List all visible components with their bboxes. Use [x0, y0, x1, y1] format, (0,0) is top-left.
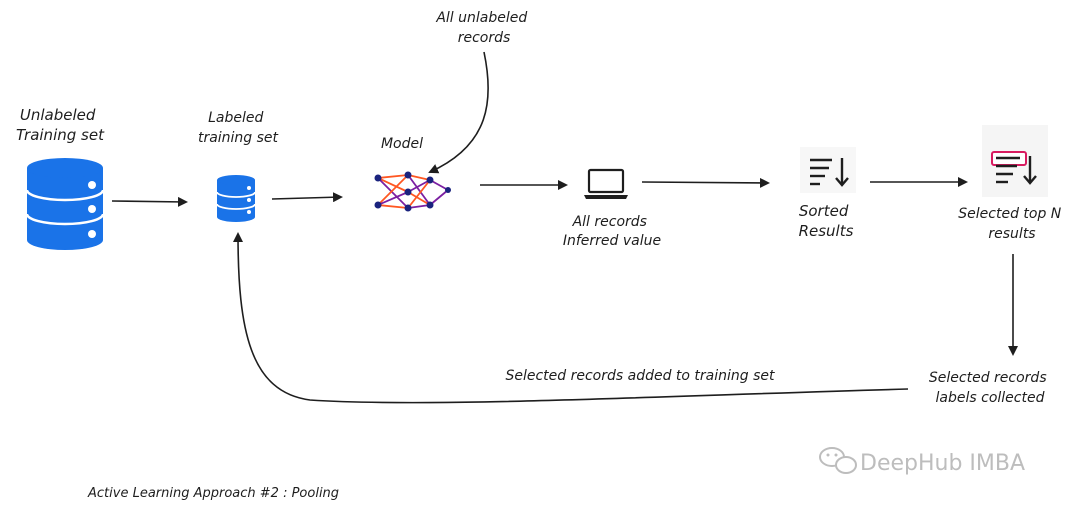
unlabeled-label: Unlabeled Training set: [16, 106, 105, 144]
model-label: Model: [381, 136, 423, 152]
neural-network-icon: [374, 171, 451, 212]
laptop-icon: [584, 168, 628, 199]
wechat-logo-icon: [819, 447, 857, 474]
arrow-feedback-to-labeled: [233, 232, 909, 404]
sorted-label: Sorted Results: [799, 202, 854, 240]
watermark-text: DeepHub IMBA: [860, 451, 1025, 476]
arrow-unlabeled-to-labeled: [111, 196, 188, 207]
feedback-label: Selected records added to training set: [505, 368, 775, 384]
diagram-caption: Active Learning Approach #2 : Pooling: [87, 486, 339, 501]
labeled-database-icon: [216, 175, 256, 222]
all-unlabeled-label: All unlabeled records: [435, 10, 531, 46]
sort-icon: [800, 147, 856, 193]
arrow-unlabeled-records-to-model: [428, 51, 489, 174]
arrow-labeled-to-model: [271, 192, 343, 203]
selected-top-label: Selected top N results: [958, 206, 1065, 242]
selected-sort-icon: [982, 125, 1048, 197]
labels-collected-label: Selected records labels collected: [929, 370, 1051, 406]
arrow-inference-to-sorted: [641, 177, 770, 188]
unlabeled-database-icon: [25, 158, 105, 250]
all-records-label: All records Inferred value: [563, 214, 661, 249]
labeled-label: Labeled training set: [198, 110, 279, 146]
